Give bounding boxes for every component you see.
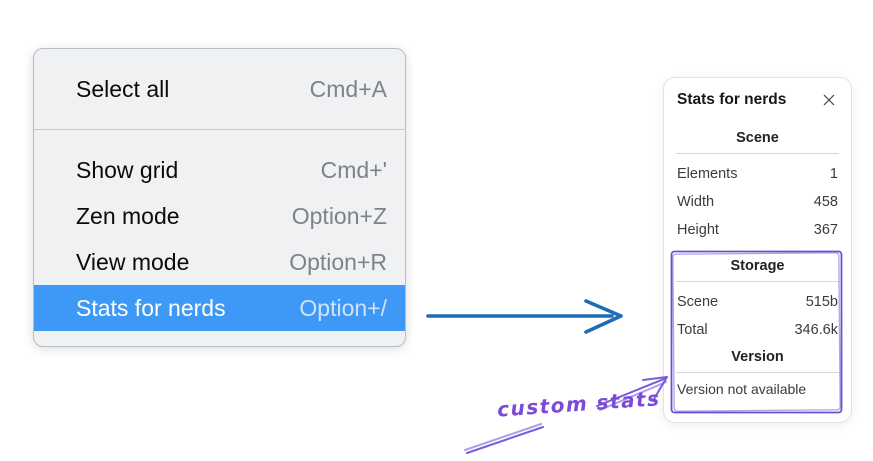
section-divider (676, 372, 839, 373)
panel-header: Stats for nerds (677, 90, 838, 109)
stat-row-width: Width 458 (677, 188, 838, 216)
menu-item-shortcut: Option+/ (299, 294, 387, 321)
menu-item-view-mode[interactable]: View mode Option+R (34, 239, 405, 285)
menu-item-shortcut: Cmd+A (309, 75, 387, 102)
stat-row-total-storage: Total 346.6k (677, 316, 838, 344)
custom-stats-label: custom stats (496, 386, 662, 422)
stat-label: Width (677, 194, 715, 210)
stat-label: Elements (677, 166, 738, 182)
menu-item-show-grid[interactable]: Show grid Cmd+' (34, 147, 405, 193)
flow-arrow (426, 299, 623, 334)
menu-item-select-all[interactable]: Select all Cmd+A (34, 66, 405, 112)
menu-item-label: View mode (76, 248, 190, 275)
menu-group-top: Select all Cmd+A (34, 49, 405, 129)
stat-label: Height (677, 222, 719, 238)
storage-rows: Scene 515b Total 346.6k (677, 288, 838, 344)
menu-item-label: Stats for nerds (76, 294, 226, 321)
section-title-scene: Scene (736, 130, 779, 146)
annotation-arrow-tail (464, 423, 544, 454)
menu-item-label: Show grid (76, 156, 179, 183)
menu-item-shortcut: Cmd+' (320, 156, 387, 183)
menu-item-shortcut: Option+Z (291, 202, 387, 229)
section-title-version: Version (731, 349, 784, 365)
menu-item-label: Zen mode (76, 202, 180, 229)
close-button[interactable] (820, 91, 838, 109)
menu-group-bottom: Show grid Cmd+' Zen mode Option+Z View m… (34, 130, 405, 346)
section-divider (676, 153, 839, 154)
section-title-storage: Storage (730, 258, 785, 274)
menu-item-zen-mode[interactable]: Zen mode Option+Z (34, 193, 405, 239)
panel-title: Stats for nerds (677, 90, 787, 108)
stat-value: 367 (813, 222, 838, 238)
stat-value: 515b (805, 294, 838, 310)
menu-item-shortcut: Option+R (289, 248, 387, 275)
stat-value: 346.6k (794, 322, 838, 338)
scene-rows: Elements 1 Width 458 Height 367 (677, 160, 838, 244)
stat-label: Scene (677, 294, 719, 310)
stat-row-scene-storage: Scene 515b (677, 288, 838, 316)
menu-item-stats-for-nerds[interactable]: Stats for nerds Option+/ (34, 285, 405, 331)
stat-label: Total (677, 322, 708, 338)
stat-value: 1 (829, 166, 838, 182)
menu-item-label: Select all (76, 75, 170, 102)
menu-separator (34, 129, 405, 130)
close-icon (823, 94, 835, 105)
stat-value: 458 (813, 194, 838, 210)
stat-row-elements: Elements 1 (677, 160, 838, 188)
stat-row-height: Height 367 (677, 216, 838, 244)
stats-for-nerds-panel: Stats for nerds Scene Elements 1 Width 4… (663, 77, 852, 423)
context-menu: Select all Cmd+A Show grid Cmd+' Zen mod… (33, 48, 406, 347)
section-divider (676, 281, 839, 282)
version-note: Version not available (677, 381, 807, 397)
